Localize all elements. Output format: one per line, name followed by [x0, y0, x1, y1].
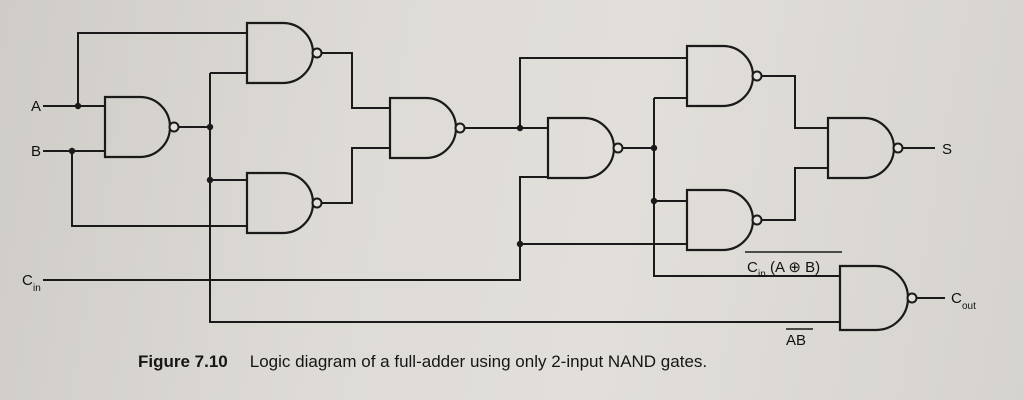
svg-text:AB: AB — [786, 332, 806, 349]
figure-number: Figure 7.10 — [138, 352, 228, 371]
wires — [43, 32, 945, 323]
junctions — [68, 102, 658, 248]
svg-text:in: in — [33, 283, 41, 294]
wire-g6-out — [760, 167, 828, 221]
svg-text:in: in — [758, 269, 766, 280]
junction-axb — [516, 124, 524, 132]
svg-text:C: C — [951, 290, 962, 307]
junction-a — [74, 102, 82, 110]
nand-gate-1 — [103, 95, 180, 159]
wire-a-to-g2 — [77, 32, 247, 106]
junction-g1-low — [206, 176, 214, 184]
svg-text:(A ⊕ B): (A ⊕ B) — [770, 259, 820, 276]
wire-b-to-g3 — [71, 151, 247, 227]
wire-axb-to-g7 — [519, 57, 687, 128]
junction-b — [68, 147, 76, 155]
wire-g7-out — [760, 75, 828, 129]
nand-gate-3 — [245, 171, 323, 235]
svg-text:out: out — [962, 301, 976, 312]
junction-g1 — [206, 123, 214, 131]
nand-gate-8 — [826, 116, 904, 180]
wire-g5-bus — [653, 98, 840, 277]
caption-text: Logic diagram of a full-adder using only… — [249, 352, 708, 371]
input-b-label: B — [31, 143, 41, 160]
wire-g3-out — [320, 147, 390, 204]
wire-cin — [43, 176, 548, 281]
junction-g5 — [650, 144, 658, 152]
ab-bar-label: AB — [786, 328, 813, 349]
output-s-label: S — [942, 141, 952, 158]
nand-gate-4 — [388, 96, 466, 160]
input-a-label: A — [31, 98, 41, 115]
output-cout-label: C out — [951, 290, 976, 312]
nand-gate-7 — [685, 44, 763, 108]
nand-gate-6 — [685, 188, 763, 252]
wire-g2-out — [320, 52, 390, 109]
nand-gate-2 — [245, 21, 323, 85]
svg-text:C: C — [747, 259, 758, 276]
svg-text:C: C — [22, 272, 33, 289]
input-cin-label: C in — [22, 272, 41, 294]
nand-gate-5 — [546, 116, 624, 180]
junction-g5-low — [650, 197, 658, 205]
cin-xor-label: C in (A ⊕ B) — [745, 251, 842, 280]
nand-gate-9 — [838, 264, 918, 332]
figure-caption: Figure 7.10 Logic diagram of a full-adder… — [138, 352, 707, 372]
junction-cin — [516, 240, 524, 248]
wire-ab-bar — [209, 73, 840, 323]
